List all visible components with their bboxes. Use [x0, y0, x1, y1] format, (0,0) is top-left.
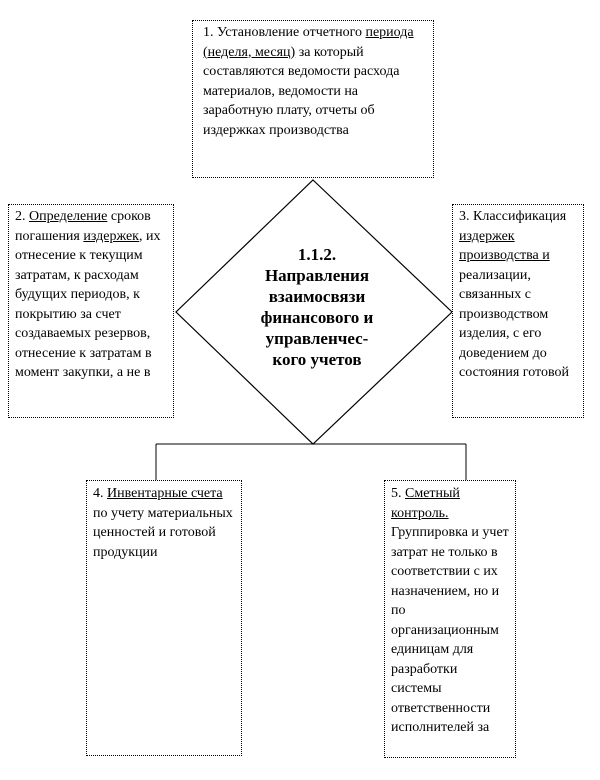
box2-middle: сроков погашения: [15, 209, 151, 244]
box4-underlined: Инвентарные счета: [107, 486, 223, 501]
center-title-line: управленчес-: [265, 329, 369, 348]
box3-text: реализации, связанных с производством из…: [459, 267, 569, 381]
box3-prefix: 3. Классификация: [459, 209, 567, 224]
center-title-line: финансового и: [260, 308, 374, 327]
box2-underlined-b: издержек: [83, 228, 139, 244]
box1-underlined: периода (неделя, месяц): [203, 25, 414, 60]
box5-prefix: 5.: [391, 486, 405, 501]
center-title-line: кого учетов: [272, 350, 362, 369]
box2-text: , их отнесение к текущим затратам, к рас…: [15, 228, 161, 381]
box-budget-control: 5. Сметный контроль. Группировка и учет …: [384, 480, 516, 758]
box2-underlined-a: Определение: [29, 209, 108, 224]
box4-prefix: 4.: [93, 486, 107, 501]
box3-underlined: издержек производства и: [459, 228, 550, 264]
box5-underlined: Сметный контроль.: [391, 486, 460, 521]
box1-text: за который составляются ведомости расход…: [203, 44, 400, 138]
box4-text: по учету материальных ценностей и готово…: [93, 505, 233, 560]
box-inventory-accounts: 4. Инвентарные счета по учету материальн…: [86, 480, 242, 756]
box-cost-classification: 3. Классификация издержек производства и…: [452, 204, 584, 418]
center-title: 1.1.2. Направления взаимосвязи финансово…: [232, 244, 402, 370]
center-title-line: взаимосвязи: [268, 287, 366, 306]
box1-prefix: 1. Установление отчетного: [203, 25, 362, 40]
center-title-line: Направления: [264, 266, 370, 285]
box2-prefix: 2.: [15, 209, 29, 224]
box-reporting-period: 1. Установление отчетного периода (недел…: [192, 20, 434, 178]
box5-text: Группировка и учет затрат не только в со…: [391, 525, 509, 735]
center-title-line: 1.1.2.: [297, 245, 337, 264]
box-cost-terms: 2. Определение сроков погашения издержек…: [8, 204, 174, 418]
